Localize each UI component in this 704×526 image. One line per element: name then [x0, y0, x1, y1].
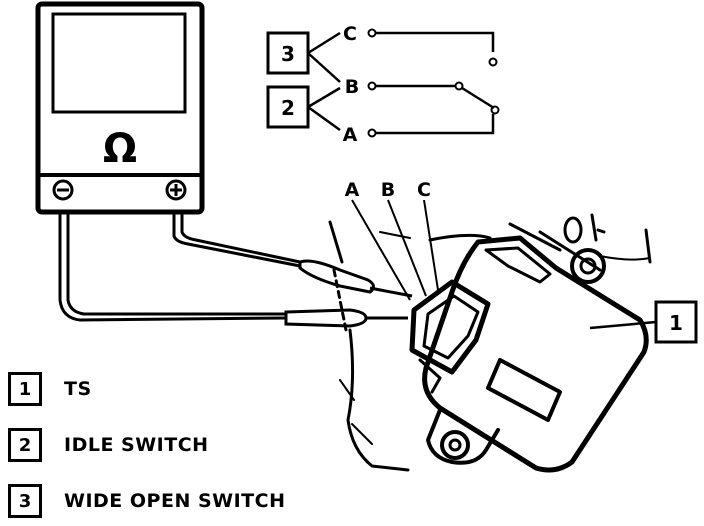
legend-text-3: WIDE OPEN SWITCH	[64, 490, 286, 512]
throttle-sensor-drawing	[328, 213, 652, 473]
connector-label-b: B	[381, 179, 395, 201]
pos-terminal-icon	[165, 179, 187, 201]
legend-box-1: 1	[8, 372, 42, 406]
meter-body	[35, 1, 205, 215]
test-leads	[58, 210, 302, 322]
legend-text-2: IDLE SWITCH	[64, 434, 209, 456]
connector-label-a: A	[345, 179, 360, 201]
ohmmeter	[35, 1, 205, 215]
schematic-terminal-c: C	[343, 23, 357, 45]
schematic-box-2-label: 2	[281, 96, 295, 120]
callout-1	[589, 300, 698, 344]
probe-positive	[298, 259, 413, 298]
ohm-symbol: Ω	[103, 126, 137, 172]
neg-terminal-icon	[52, 179, 74, 201]
connector-pointer-lines	[351, 199, 439, 301]
legend-text-1: TS	[64, 378, 92, 400]
legend-box-2: 2	[8, 428, 42, 462]
callout-1-label: 1	[669, 311, 683, 335]
schematic-box-3-label: 3	[281, 42, 295, 66]
schematic-terminal-a: A	[343, 124, 358, 146]
legend-box-3: 3	[8, 484, 42, 518]
schematic-terminal-b: B	[345, 76, 359, 98]
probe-negative	[284, 308, 408, 328]
meter-display	[51, 12, 187, 114]
connector-label-c: C	[417, 179, 431, 201]
schematic	[266, 28, 500, 138]
